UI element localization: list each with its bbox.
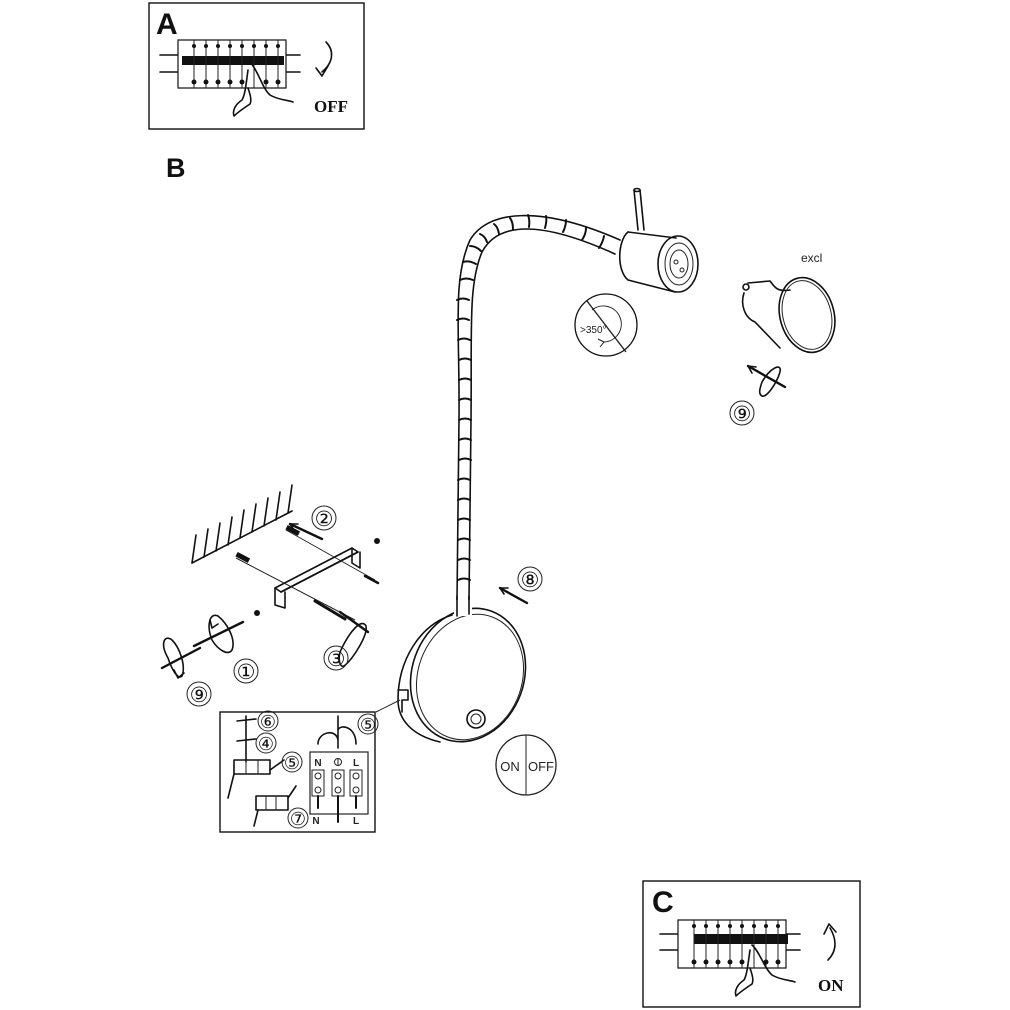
- panel-c-letter: C: [652, 886, 674, 919]
- connector-diagram: ⑤ N L N L: [309, 713, 379, 827]
- live-label-bottom: L: [353, 816, 359, 827]
- gooseneck-arm: [456, 214, 621, 601]
- arrow-down-icon: [315, 41, 333, 77]
- lamp-base: [397, 595, 527, 743]
- step-4-label: ④: [258, 734, 274, 754]
- step-8-label: ⑧: [521, 568, 540, 592]
- touch-switch-button: [466, 709, 486, 729]
- step-3-rotate: ③: [323, 610, 370, 671]
- bulb-excluded-note: excl: [801, 251, 822, 265]
- step-1-rotate: ①: [192, 614, 259, 684]
- step-1-label: ①: [237, 660, 256, 684]
- gu10-bulb: excl: [741, 251, 836, 354]
- wall-plugs-and-screws: [235, 524, 380, 621]
- switch-on-label: ON: [500, 759, 520, 774]
- step-7-label: ⑦: [290, 809, 306, 829]
- panel-a-letter: A: [156, 8, 178, 41]
- step-2-label: ②: [315, 507, 334, 531]
- breaker-panel-icon: [159, 39, 301, 89]
- switch-off-label: OFF: [528, 759, 554, 774]
- arrow-up-icon: [823, 923, 837, 961]
- step-3-label: ③: [327, 647, 346, 671]
- breaker-panel-icon-c: [659, 919, 801, 969]
- panel-c-action: ON: [818, 976, 844, 995]
- terminal-block-lower: [253, 785, 297, 827]
- on-off-switch-symbol: ON OFF: [495, 734, 557, 796]
- step-9-label-bulb: ⑨: [733, 402, 752, 426]
- neutral-label-bottom: N: [312, 816, 319, 827]
- step-2-arrow: ②: [288, 505, 337, 541]
- step-8-arrow: ⑧: [498, 566, 543, 605]
- neutral-label-top: N: [314, 758, 321, 769]
- step-9-bulb: ⑨: [729, 364, 787, 426]
- panel-b-letter: B: [166, 153, 186, 183]
- mounting-bracket: [274, 547, 361, 609]
- lamp-socket-face: [657, 235, 699, 293]
- panel-a-action: OFF: [314, 97, 348, 116]
- wall-surface: [191, 484, 293, 564]
- lamp-head: [618, 187, 699, 293]
- hand-icon-c: [734, 944, 796, 997]
- wiring-inset: ⑥ ④ ⑤ ⑦ ⑤ N L N L: [219, 699, 401, 833]
- step-9-wall: ⑨: [160, 637, 212, 707]
- step-9-label-wall: ⑨: [190, 683, 209, 707]
- rotation-limit-text: >350°: [580, 325, 607, 336]
- live-label-top: L: [353, 758, 359, 769]
- hand-icon: [232, 61, 294, 117]
- step-6-label: ⑥: [260, 712, 276, 732]
- panel-c: C ON: [642, 880, 861, 1008]
- rotation-limit-icon: >350°: [574, 293, 638, 357]
- step-5-label-wires: ⑤: [360, 715, 376, 735]
- step-5-label-terminal: ⑤: [284, 753, 300, 773]
- panel-a: A OFF: [148, 2, 365, 130]
